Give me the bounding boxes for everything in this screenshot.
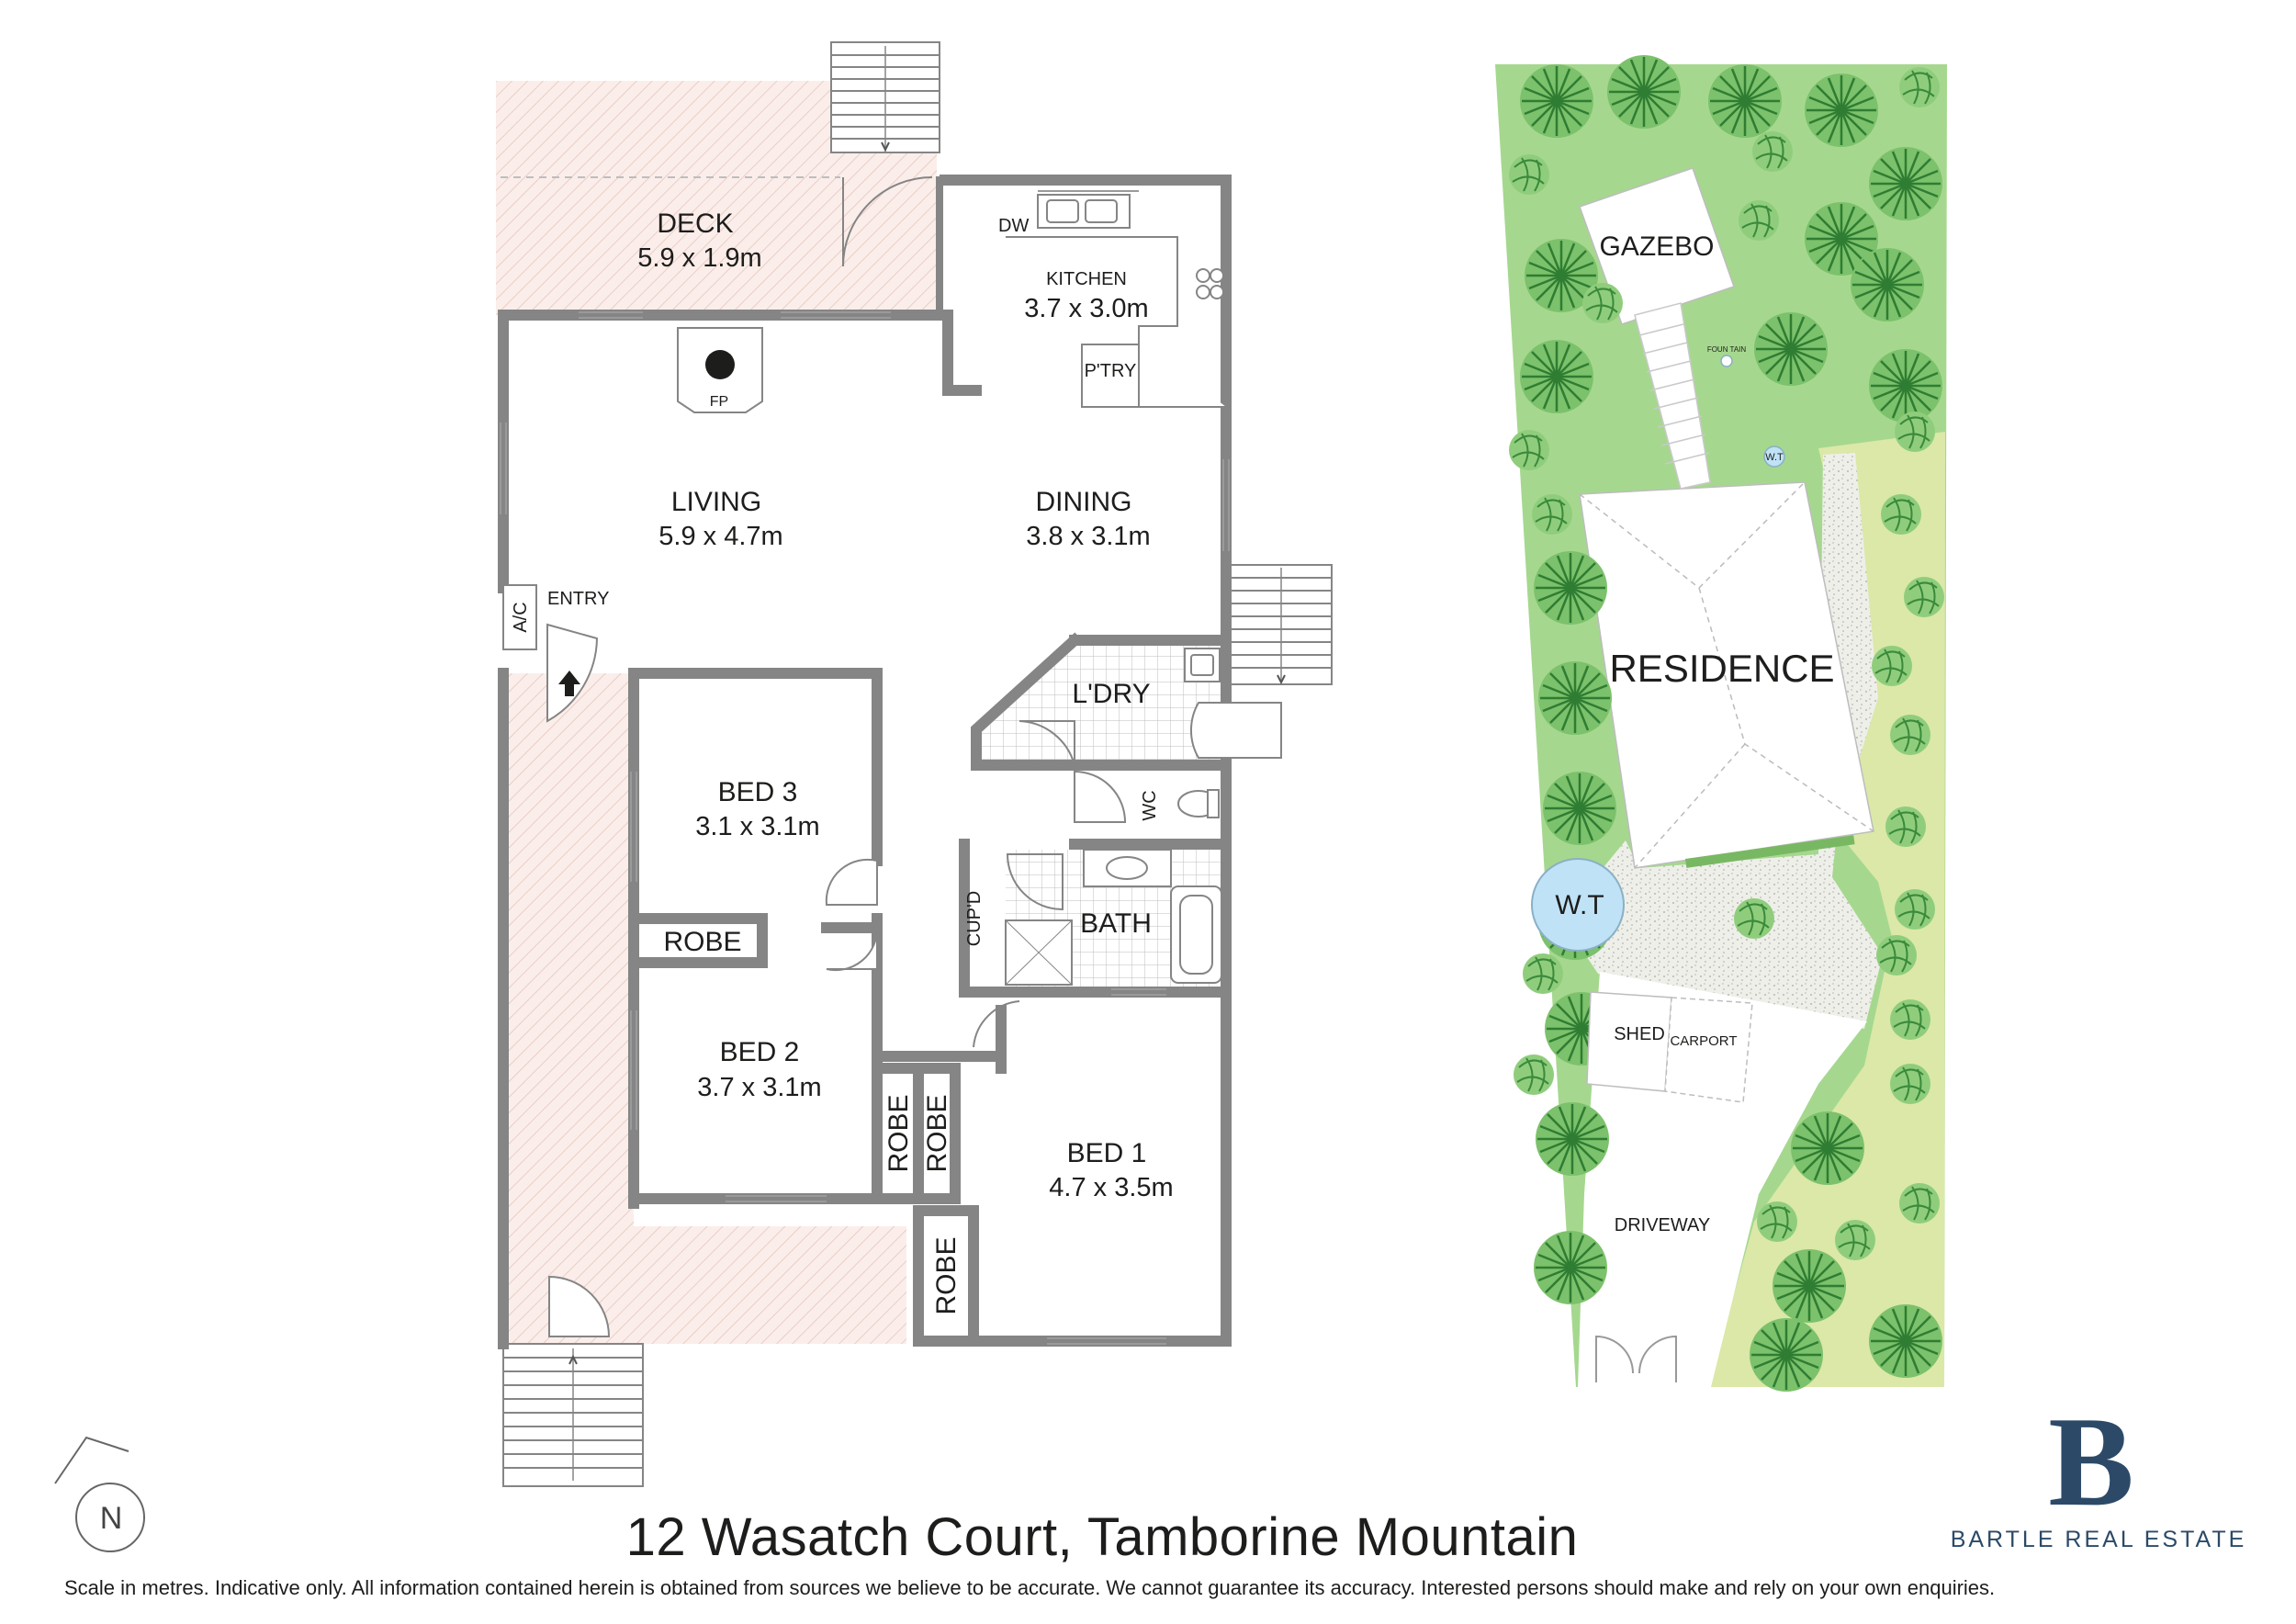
ac-label: A/C	[511, 602, 531, 632]
brand-monogram: B	[2048, 1391, 2133, 1533]
disclaimer: Scale in metres. Indicative only. All in…	[64, 1576, 1996, 1599]
water-tank-large	[1531, 858, 1625, 952]
living-dims: 5.9 x 4.7m	[658, 522, 782, 551]
floor-plan: DECK 5.9 x 1.9m DW KITCHEN 3.7 x 3.0m P'…	[496, 41, 1333, 1487]
water-tank-small-label: W.T	[1765, 452, 1784, 463]
stair-arrows	[568, 141, 1286, 1365]
dining-dims: 3.8 x 3.1m	[1026, 522, 1150, 551]
bed2-dims: 3.7 x 3.1m	[697, 1073, 821, 1102]
bed1-label: BED 1	[1067, 1138, 1147, 1168]
fireplace	[677, 327, 763, 413]
wc-label: WC	[1140, 790, 1160, 820]
brand-name: BARTLE REAL ESTATE	[1950, 1527, 2247, 1552]
bed1-dims: 4.7 x 3.5m	[1049, 1173, 1173, 1202]
wet-fixtures	[1005, 648, 1222, 986]
entry-arrow-icon	[558, 671, 580, 696]
front-stairs	[502, 1343, 644, 1487]
laundry-label: L'DRY	[1072, 679, 1150, 709]
driveway-label: DRIVEWAY	[1615, 1215, 1710, 1235]
gravel-yard	[1561, 453, 1883, 1029]
garden-path	[1634, 302, 1711, 490]
pantry-label: P'TRY	[1085, 361, 1137, 381]
fireplace-label: FP	[710, 394, 728, 410]
robe-label-3: ROBE	[931, 1236, 962, 1314]
cupboard-label: CUP'D	[964, 891, 985, 947]
living-label: LIVING	[671, 487, 761, 517]
laundry-floor	[976, 640, 1226, 765]
deck-label: DECK	[657, 209, 733, 239]
robe-label-1: ROBE	[884, 1094, 914, 1172]
water-tank-small	[1763, 445, 1785, 468]
brand-logo: B	[2048, 1391, 2133, 1533]
bed3-dims: 3.1 x 3.1m	[695, 812, 819, 841]
doors	[546, 176, 1282, 1337]
gate	[1595, 1335, 1677, 1382]
entry-label: ENTRY	[547, 589, 609, 609]
bed2-label: BED 2	[720, 1037, 800, 1067]
site-plan: GAZEBO FOUN TAIN W.T RESIDENCE W.T SHED …	[1495, 53, 1947, 1393]
hedge	[1685, 835, 1855, 868]
carport-label: CARPORT	[1670, 1033, 1737, 1049]
north-label: N	[99, 1501, 123, 1536]
deck-dims: 5.9 x 1.9m	[637, 243, 761, 273]
kitchen-dims: 3.7 x 3.0m	[1024, 294, 1148, 323]
fountain	[1720, 355, 1733, 367]
rear-stairs	[830, 41, 940, 153]
walls	[498, 175, 1232, 1349]
side-veranda	[503, 673, 906, 1344]
kitchen-fittings	[1006, 194, 1226, 408]
water-tank-label: W.T	[1555, 890, 1604, 920]
dishwasher-label: DW	[998, 216, 1029, 236]
gazebo-label: GAZEBO	[1599, 231, 1714, 262]
north-arrow-icon	[54, 1436, 145, 1552]
dining-label: DINING	[1036, 487, 1132, 517]
side-stairs	[1230, 564, 1333, 685]
bed3-robe-label: ROBE	[663, 927, 741, 957]
shed-label: SHED	[1614, 1024, 1665, 1044]
ac-unit	[502, 584, 537, 650]
carport	[1664, 997, 1753, 1103]
windows	[500, 190, 1230, 1345]
page-title-text: 12 Wasatch Court, Tamborine Mountain	[625, 1507, 1579, 1567]
page-title: 12 Wasatch Court, Tamborine Mountain	[0, 1506, 2296, 1568]
robe-label-2: ROBE	[922, 1094, 952, 1172]
kitchen-label: KITCHEN	[1046, 269, 1127, 289]
bed3-label: BED 3	[718, 777, 798, 807]
fountain-label: FOUN TAIN	[1707, 345, 1747, 354]
bath-label: BATH	[1080, 908, 1152, 939]
residence-label: RESIDENCE	[1609, 647, 1834, 690]
